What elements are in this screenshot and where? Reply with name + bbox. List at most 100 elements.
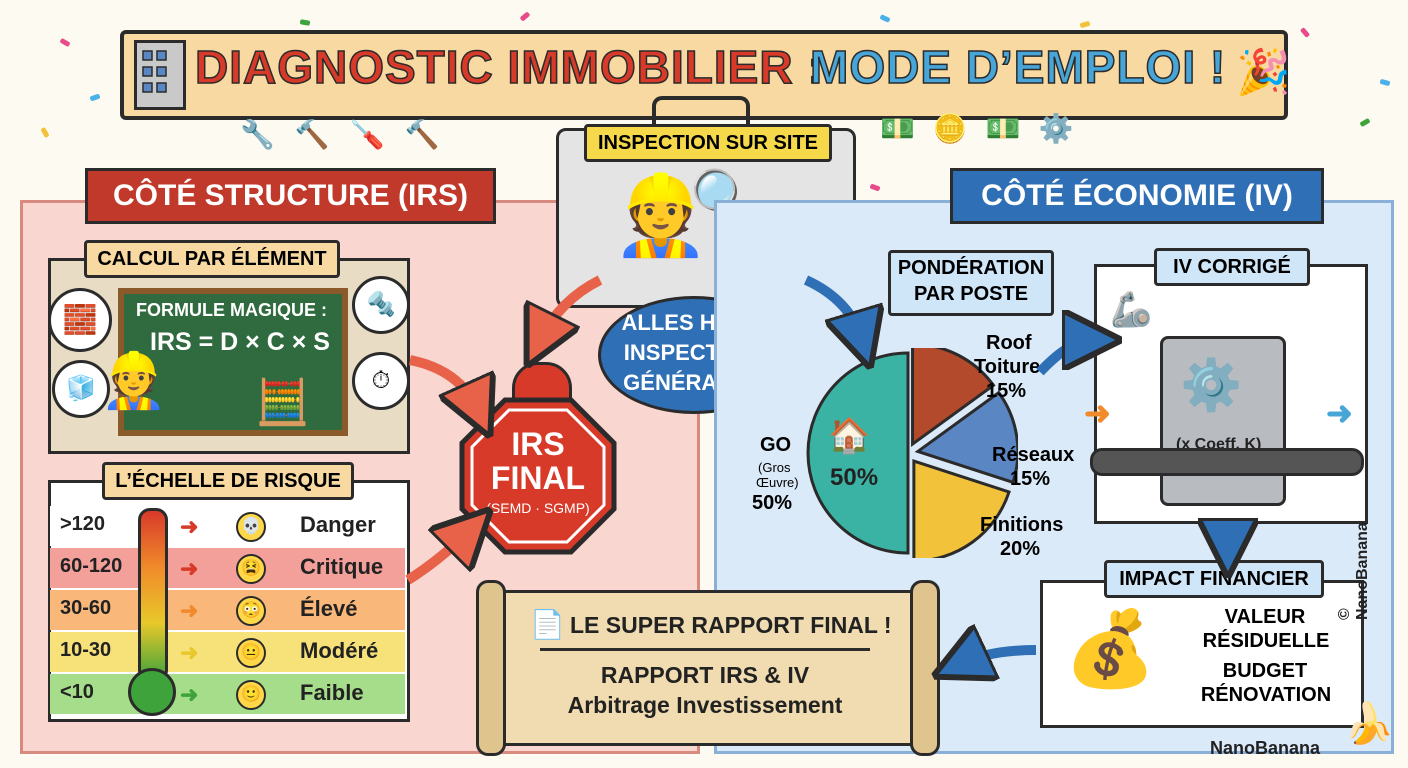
arrow-calc-to-irs (408, 355, 478, 410)
pie-label-reseaux: Réseaux (992, 444, 1075, 466)
pie-label-roof-value: 15% (986, 380, 1027, 402)
risk-arrow-icon: ➜ (180, 556, 199, 581)
thermometer-bulb (128, 668, 176, 716)
report-divider (540, 648, 870, 651)
building-icon (134, 40, 186, 110)
report-line1: RAPPORT IRS & IV (600, 662, 810, 688)
chalkboard (118, 288, 348, 436)
calc-tag: CALCUL PAR ÉLÉMENT (84, 240, 340, 278)
irs-final-sub: (SEMD · SGMP) (486, 500, 590, 516)
house-icon: 🏠 (828, 417, 871, 455)
pie-center-label: 50% (830, 464, 879, 491)
pie-slice-rseaux (914, 390, 1018, 485)
ponderation-line1: PONDÉRATION (897, 257, 1045, 279)
pie-label-go: GO (760, 434, 792, 456)
risk-row: <10 ➜ 🙂 Faible (50, 674, 405, 714)
impact-line4: RÉNOVATION (1200, 684, 1332, 706)
ponderation-line2: PAR POSTE (913, 283, 1029, 305)
risk-arrow-icon: ➜ (180, 514, 199, 539)
risk-face-icon: 😳 (236, 596, 266, 626)
credit-vertical: © NanoBanana (1336, 522, 1371, 620)
gear-icon: ⚙️ (1180, 357, 1243, 413)
title-part2: MODE D’EMPLOI ! (809, 40, 1227, 94)
conveyor-belt (1090, 448, 1364, 476)
risk-label: Danger (300, 512, 376, 537)
beam-icon: 🔩 (352, 276, 410, 334)
risk-label: Critique (300, 554, 384, 579)
impact-line3: BUDGET (1222, 660, 1308, 682)
pie-label-toiture: Toiture (974, 356, 1041, 378)
irs-final-line2: FINAL (490, 460, 586, 496)
lego-brick-icon: 🧱 (48, 288, 112, 352)
money-bag-icon: 💰 (1064, 607, 1157, 690)
pie-label-go-sub1: (Gros (758, 460, 791, 475)
arrow-inspection-to-irs (540, 275, 603, 340)
party-popper-icon: 🎉 (1236, 48, 1291, 97)
risk-face-icon: 🙂 (236, 680, 266, 710)
cube-icon: 🧊 (52, 360, 110, 418)
pie-label-go-value: 50% (752, 492, 793, 514)
formula-text: IRS = D × C × S (150, 328, 330, 356)
credit-bottom: NanoBanana (1210, 738, 1321, 758)
calculator-icon: 🧮 (255, 378, 310, 427)
tools-decoration: 🔧🔨🪛🔨 (240, 119, 460, 150)
arrow-inspection-to-pie (803, 275, 862, 340)
inspection-tag: INSPECTION SUR SITE (584, 124, 832, 162)
pie-slice-roof (911, 348, 996, 448)
briefcase-handle (652, 96, 750, 126)
ponderation-tag: PONDÉRATION PAR POSTE (888, 250, 1054, 316)
risk-range: >120 (60, 513, 106, 535)
arrow-scale-to-irs (405, 530, 470, 585)
banana-icon: 🍌 (1344, 702, 1394, 746)
formula-title: FORMULE MAGIQUE : (136, 300, 327, 320)
iv-tag: IV CORRIGÉ (1154, 248, 1310, 286)
money-decoration: 💵🪙💵⚙️ (880, 113, 1092, 144)
impact-line2: RÉSIDUELLE (1202, 630, 1330, 652)
risk-range: 10-30 (60, 639, 112, 661)
risk-label: Faible (300, 680, 364, 705)
risk-arrow-icon: ➜ (180, 598, 199, 623)
document-icon: 📄 (530, 609, 565, 640)
risk-label: Élevé (300, 596, 358, 621)
input-arrow-icon: ➜ (1084, 395, 1111, 431)
scroll-left-roll (476, 580, 506, 756)
impact-line1: VALEUR (1224, 606, 1306, 628)
teacher-figure: 👷 (100, 351, 168, 411)
output-arrow-icon: ➜ (1326, 395, 1353, 431)
risk-face-icon: 😐 (236, 638, 266, 668)
risk-face-icon: 😫 (236, 554, 266, 584)
risk-label: Modéré (300, 638, 379, 663)
title-part1: DIAGNOSTIC IMMOBILIER : (194, 40, 824, 94)
pie-label-roof: Roof (986, 332, 1032, 354)
risk-row: >120 ➜ 💀 Danger (50, 506, 405, 546)
irs-final-line1: IRS (511, 426, 565, 462)
title-banner (120, 30, 1288, 120)
report-title: LE SUPER RAPPORT FINAL ! (570, 612, 892, 638)
pie-label-reseaux-value: 15% (1010, 468, 1051, 490)
risk-row: 60-120 ➜ 😫 Critique (50, 548, 405, 588)
pie-label-finitions-value: 20% (1000, 538, 1041, 560)
report-line2: Arbitrage Investissement (567, 692, 843, 718)
risk-range: 30-60 (60, 597, 112, 619)
irs-final-sign (459, 397, 617, 555)
economie-ribbon: CÔTÉ ÉCONOMIE (IV) (950, 168, 1324, 224)
risk-range: 60-120 (60, 555, 123, 577)
risk-arrow-icon: ➜ (180, 640, 199, 665)
scale-tag: L’ÉCHELLE DE RISQUE (102, 462, 354, 500)
risk-face-icon: 💀 (236, 512, 266, 542)
machine-body (1160, 336, 1286, 506)
risk-range: <10 (60, 681, 94, 703)
arrow-impact-to-report (960, 650, 1037, 664)
arrow-pie-to-iv (1036, 340, 1092, 376)
inspector-figure: 👷 (612, 171, 710, 259)
clock-icon: ⏱ (352, 352, 410, 410)
risk-arrow-icon: ➜ (180, 682, 199, 707)
risk-row: 10-30 ➜ 😐 Modéré (50, 632, 405, 672)
pie-slice-finitions (912, 459, 1011, 558)
risk-row: 30-60 ➜ 😳 Élevé (50, 590, 405, 630)
structure-ribbon: CÔTÉ STRUCTURE (IRS) (85, 168, 496, 224)
ponderation-pie (806, 348, 1018, 558)
pie-label-go-sub2: Œuvre) (756, 475, 799, 490)
thermometer (138, 508, 168, 682)
